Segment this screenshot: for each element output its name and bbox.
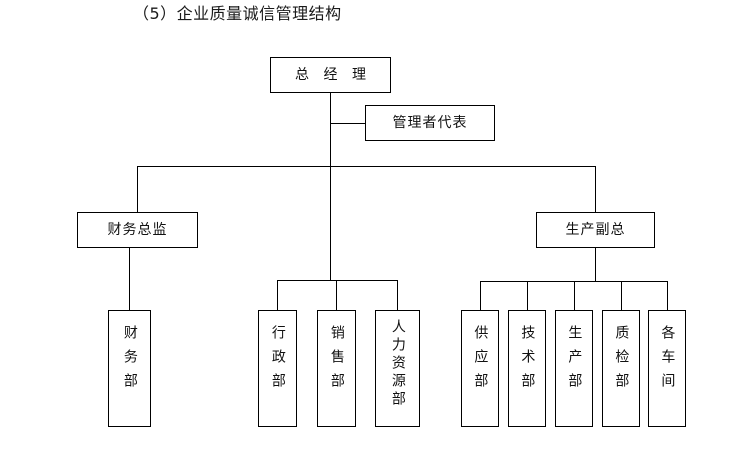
node-general-manager-label: 总 经 理 xyxy=(295,67,371,83)
node-workshops-label: 各车间 xyxy=(659,325,676,397)
connector-bus-to-vp-prod xyxy=(595,166,596,213)
node-technology-department[interactable]: 技术部 xyxy=(508,310,546,427)
node-sales-department-label: 销售部 xyxy=(328,325,345,397)
connector-cfo-to-finance xyxy=(129,248,130,311)
node-financial-director-label: 财务总监 xyxy=(107,222,168,238)
connector-bus-to-sales xyxy=(336,280,337,311)
node-administration-department-label: 行政部 xyxy=(269,325,286,397)
node-general-manager[interactable]: 总 经 理 xyxy=(270,57,391,93)
connector-vp-prod-stem xyxy=(595,248,596,281)
connector-gm-stem xyxy=(330,93,331,280)
node-management-representative[interactable]: 管理者代表 xyxy=(365,105,495,141)
connector-middle-group-bus xyxy=(277,280,398,281)
node-production-vice-president[interactable]: 生产副总 xyxy=(536,212,655,248)
connector-bus-to-qc xyxy=(621,281,622,311)
node-administration-department[interactable]: 行政部 xyxy=(258,310,297,427)
node-production-department[interactable]: 生产部 xyxy=(555,310,593,427)
node-workshops[interactable]: 各车间 xyxy=(648,310,686,427)
node-human-resources-department-label: 人力资源部 xyxy=(389,319,406,409)
node-human-resources-department[interactable]: 人力资源部 xyxy=(375,310,420,427)
node-quality-inspection-department[interactable]: 质检部 xyxy=(602,310,640,427)
node-production-department-label: 生产部 xyxy=(566,325,583,397)
connector-bus-to-supply xyxy=(480,281,481,311)
node-finance-department-label: 财务部 xyxy=(121,325,138,397)
node-finance-department[interactable]: 财务部 xyxy=(108,310,151,427)
node-sales-department[interactable]: 销售部 xyxy=(317,310,356,427)
connector-right-group-bus xyxy=(480,281,667,282)
node-quality-inspection-department-label: 质检部 xyxy=(613,325,630,397)
node-production-vice-president-label: 生产副总 xyxy=(565,222,626,238)
node-supply-department[interactable]: 供应部 xyxy=(461,310,499,427)
node-technology-department-label: 技术部 xyxy=(519,325,536,397)
connector-bus-to-prod xyxy=(574,281,575,311)
node-management-representative-label: 管理者代表 xyxy=(392,115,468,131)
connector-level1-bus xyxy=(137,166,596,167)
page-title: （5）企业质量诚信管理结构 xyxy=(133,4,342,23)
connector-bus-to-cfo xyxy=(137,166,138,213)
connector-gm-to-mgmt-rep xyxy=(330,123,366,124)
connector-bus-to-workshops xyxy=(667,281,668,311)
connector-bus-to-hr xyxy=(397,280,398,311)
connector-bus-to-admin xyxy=(277,280,278,311)
node-supply-department-label: 供应部 xyxy=(472,325,489,397)
node-financial-director[interactable]: 财务总监 xyxy=(77,212,198,248)
connector-bus-to-tech xyxy=(527,281,528,311)
